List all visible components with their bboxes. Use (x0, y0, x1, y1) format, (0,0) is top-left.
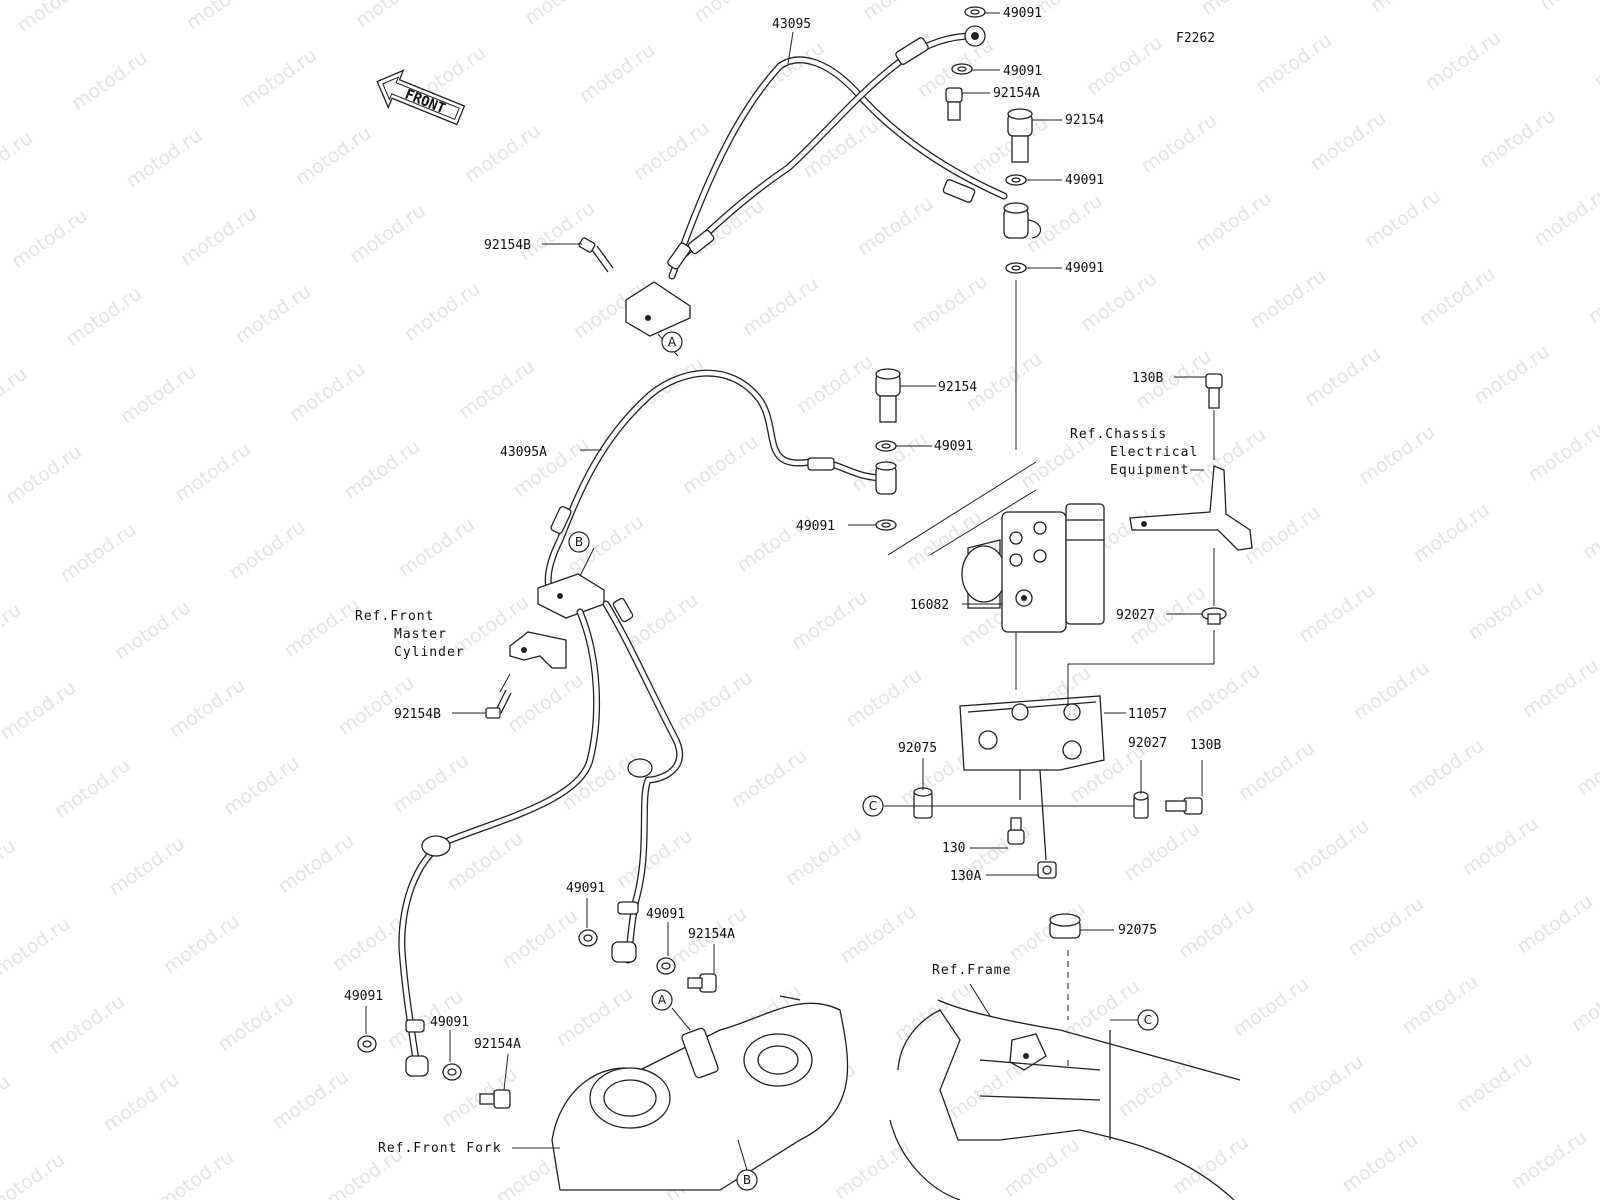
label-130A: 130A (950, 869, 981, 884)
label-49091-c: 49091 (1065, 173, 1104, 188)
frame-section (889, 999, 1241, 1200)
label-92154A-a: 92154A (993, 86, 1040, 101)
svg-text:A: A (658, 993, 667, 1007)
master-cylinder-bracket (509, 631, 567, 669)
label-130B-a: 130B (1132, 371, 1163, 386)
ref-chassis-line1: Ref.Chassis (1070, 427, 1167, 442)
label-92027-a: 92027 (1116, 608, 1155, 623)
ref-chassis-line3: Equipment (1110, 463, 1189, 478)
chassis-bracket (1129, 465, 1253, 551)
label-49091-h: 49091 (646, 907, 685, 922)
label-49091-g: 49091 (566, 881, 605, 896)
washer-49091-3 (1005, 174, 1027, 186)
label-92154B-a: 92154B (484, 238, 531, 253)
front-arrow-icon: FRONT (376, 69, 466, 126)
bolt-92154-upper (1007, 108, 1033, 163)
callout-A-lower: A (651, 989, 673, 1011)
washer-49091-7 (578, 929, 598, 947)
svg-text:C: C (1144, 1013, 1152, 1027)
abs-bracket-11057 (959, 695, 1105, 861)
label-92154-b: 92154 (938, 380, 977, 395)
ref-frame: Ref.Frame (932, 963, 1011, 978)
bolt-92154-middle (875, 368, 901, 423)
label-130B-b: 130B (1190, 738, 1221, 753)
label-49091-e: 49091 (934, 439, 973, 454)
grommet-92027-right (1133, 791, 1149, 819)
label-43095: 43095 (772, 17, 811, 32)
washer-49091-top (964, 6, 986, 18)
abs-unit-16082 (887, 461, 1105, 633)
figure-code: F2262 (1176, 31, 1215, 46)
callout-C-right: C (1137, 1009, 1159, 1031)
ref-chassis-line2: Electrical (1110, 445, 1198, 460)
callout-B-lower: B (736, 1169, 758, 1191)
callout-A-upper: A (661, 331, 683, 353)
ref-master-line3: Cylinder (394, 645, 465, 660)
label-49091-d: 49091 (1065, 261, 1104, 276)
bolt-130B-right (1165, 797, 1203, 815)
washer-49091-9 (357, 1035, 377, 1053)
hose-lower-left (398, 608, 601, 1077)
nut-130A (1037, 861, 1057, 879)
svg-text:C: C (869, 799, 877, 813)
label-92154A-c: 92154A (474, 1037, 521, 1052)
label-16082: 16082 (910, 598, 949, 613)
label-49091-b: 49091 (1003, 64, 1042, 79)
svg-text:A: A (668, 335, 677, 349)
label-92154-a: 92154 (1065, 113, 1104, 128)
label-130: 130 (942, 841, 965, 856)
label-49091-a: 49091 (1003, 6, 1042, 21)
bolt-92154B-lower (485, 689, 512, 719)
grommet-92075-left (913, 787, 933, 819)
label-92027-b: 92027 (1128, 736, 1167, 751)
label-11057: 11057 (1128, 707, 1167, 722)
hose-43095A (544, 369, 897, 606)
washer-49091-8 (656, 957, 676, 975)
washer-49091-10 (442, 1063, 462, 1081)
hose-lower-right (602, 597, 683, 964)
ref-master-line2: Master (394, 627, 447, 642)
label-92154B-b: 92154B (394, 707, 441, 722)
label-92154A-b: 92154A (688, 927, 735, 942)
bolt-92154B-upper (578, 237, 614, 273)
callout-B-upper: B (568, 531, 590, 553)
bolt-130 (1007, 817, 1025, 845)
bolt-92154A-lower-right (687, 973, 717, 993)
bolt-92154A-top (945, 87, 963, 121)
ref-front-fork: Ref.Front Fork (378, 1141, 502, 1156)
label-49091-i: 49091 (344, 989, 383, 1004)
label-92075-a: 92075 (898, 741, 937, 756)
svg-text:B: B (575, 535, 583, 549)
washer-49091-2 (951, 63, 973, 75)
front-fork-top-bridge (551, 995, 849, 1191)
label-92075-b: 92075 (1118, 923, 1157, 938)
grommet-92075-bottom (1049, 913, 1081, 939)
label-49091-j: 49091 (430, 1015, 469, 1030)
svg-text:B: B (743, 1173, 751, 1187)
callout-C-left: C (862, 795, 884, 817)
bolt-92154A-lower-left (479, 1089, 511, 1109)
ref-master-line1: Ref.Front (355, 609, 434, 624)
bolt-130B-top (1205, 373, 1223, 409)
label-49091-f: 49091 (796, 519, 835, 534)
label-43095A: 43095A (500, 445, 547, 460)
hose-43095 (625, 25, 1042, 337)
